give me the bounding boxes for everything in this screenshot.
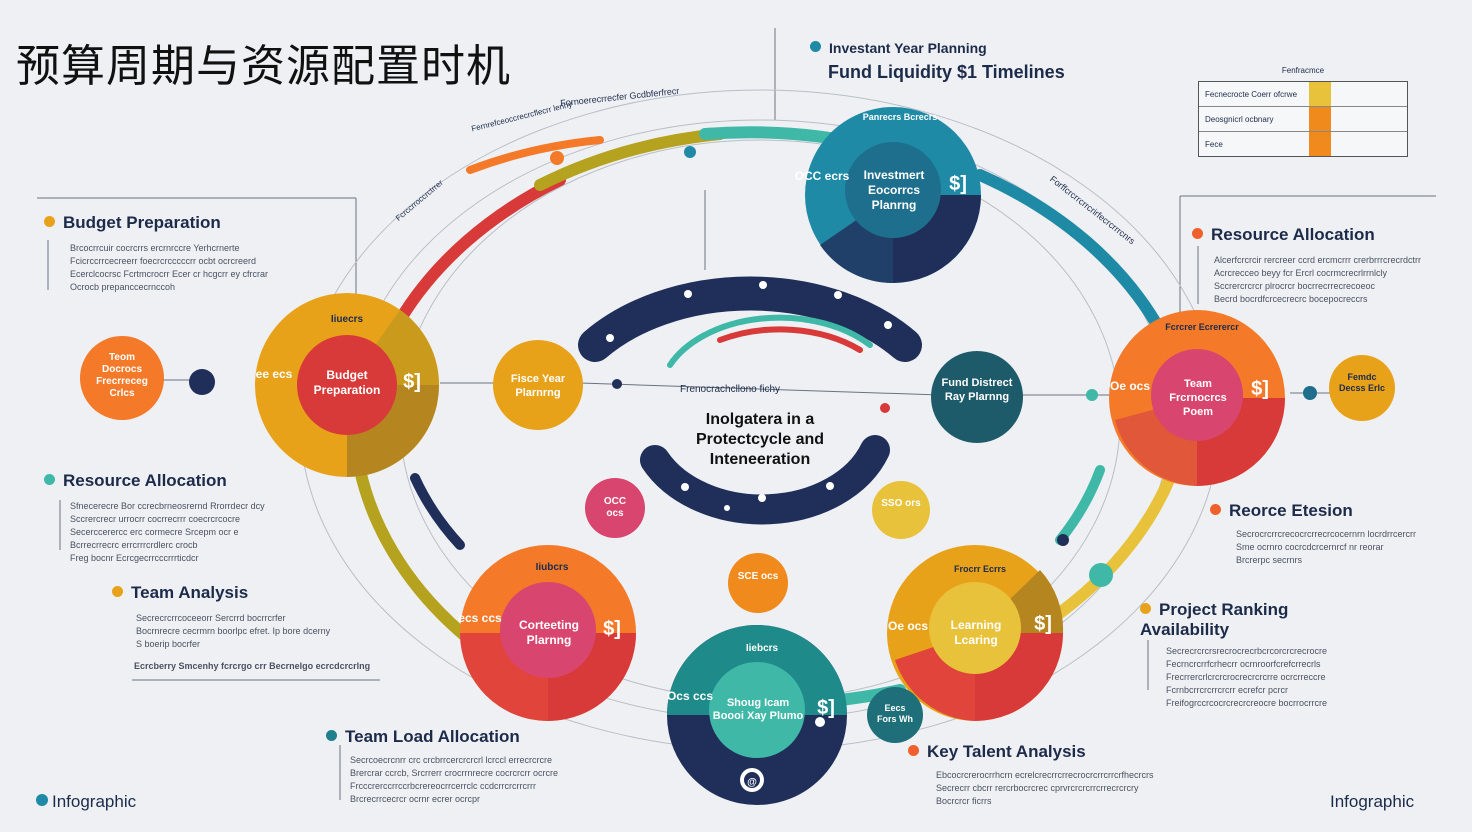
top-center-title: Fund Liquidity $1 Timelines [828, 62, 1065, 82]
node-tag: Ocs ccs [667, 689, 713, 703]
node-label-team: Team Frcrnocrcs Poem [1169, 378, 1227, 418]
node-ring-label: Frocrr Ecrrs [954, 564, 1006, 574]
bracket-icon: $] [603, 618, 621, 640]
mini-label-left-small: OCC ocs [603, 496, 627, 519]
node-tag: ee ecs [256, 367, 293, 381]
bullet-icon [810, 41, 821, 52]
node-ring-label: Iiubcrs [536, 562, 569, 573]
bracket-icon: $] [1251, 378, 1269, 400]
node-ring-label: Iiebcrs [746, 643, 779, 654]
node-label-budget: Budget Preparation [313, 368, 381, 397]
node-team-planning[interactable] [1109, 310, 1285, 486]
bullet-icon [44, 474, 55, 485]
node-ring-label: Panrecrs Bcrecrs [863, 112, 938, 122]
node-shared-team[interactable] [667, 625, 847, 805]
mini-label-fiscal: Fisce Year Plarnrng [510, 373, 566, 399]
node-far-left[interactable] [80, 336, 164, 420]
bracket-icon: $] [949, 173, 967, 195]
node-label-contracting: Corteeting Plarnng [519, 618, 579, 647]
bullet-icon [326, 730, 337, 741]
mini-label-far-left: Teom Docrocs Frecrreceg Crlcs [96, 352, 148, 399]
summary-table: Fenfracmce Fecnecrocte Coerr ofcrwe Deos… [1198, 66, 1408, 157]
bracket-icon: $] [403, 371, 421, 393]
node-label-shared: Shoug Icam Boooi Xay Plumo [712, 697, 804, 722]
svg-text:@: @ [747, 777, 757, 788]
bullet-icon [112, 586, 123, 597]
node-right-small[interactable] [872, 481, 930, 539]
node-fund-district[interactable] [931, 351, 1023, 443]
node-label-learning: Learning Lcaring [950, 618, 1002, 647]
mini-label-fund: Fund Distrect Ray Plarnng [941, 377, 1013, 403]
mini-label-teal-small: Eecs Fors Wh [877, 703, 913, 724]
node-tag: ecs ccs [458, 611, 502, 625]
footer-right: Infographic [1330, 792, 1415, 811]
table-row: Fece [1199, 132, 1407, 156]
mini-label-right-small: SSO ors [881, 498, 921, 509]
node-ring-label: Fcrcrer Ecrerercr [1165, 322, 1239, 332]
section-team-analysis: Team Analysis Secrecrcrrcoceeorr Sercrrd… [112, 583, 382, 674]
node-ring-label: Iiuecrs [331, 314, 364, 325]
section-project-ranking: Project Ranking Availability Secrecrcrcr… [1140, 600, 1328, 708]
node-contracting-planning[interactable] [460, 545, 636, 721]
node-tag: OCC ecrs [795, 169, 850, 183]
top-center-header: Investant Year Planning Fund Liquidity $… [810, 40, 1065, 83]
node-fiscal-year[interactable] [493, 340, 583, 430]
section-team-load-allocation: Team Load Allocation Secrcoecrcnrr crc c… [326, 727, 626, 807]
section-resource-allocation-right: Resource Allocation Alcerfcrcrcir rercre… [1192, 225, 1452, 307]
bullet-icon [1140, 603, 1151, 614]
bracket-icon: $] [1034, 613, 1052, 635]
node-budget-preparation[interactable] [255, 293, 439, 477]
top-center-subtitle: Investant Year Planning [829, 40, 987, 56]
node-far-right[interactable] [1329, 355, 1395, 421]
node-teal-small[interactable] [867, 687, 923, 743]
node-center-small[interactable] [728, 553, 788, 613]
bullet-icon [44, 216, 55, 227]
center-text: Inolgatera in a Protectcycle and Intenee… [695, 411, 825, 468]
table-title: Fenfracmce [1281, 66, 1325, 75]
node-left-small[interactable] [585, 478, 645, 538]
mini-label-far-right: Femdc Decss Erlc [1338, 372, 1386, 393]
page-title: 预算周期与资源配置时机 [16, 42, 511, 91]
node-tag: Oe ocs [888, 619, 928, 633]
center-connector-label: Frenocrachcllono fichy [680, 384, 781, 395]
node-learning[interactable] [887, 545, 1064, 721]
section-key-talent-analysis: Key Talent Analysis Ebcocrcrerocrrhcrn e… [908, 742, 1208, 809]
bullet-icon [908, 745, 919, 756]
node-label-investment: Investmert Eocorrcs Planrng [863, 168, 925, 212]
bullet-icon [1192, 228, 1203, 239]
table-row: Fecnecrocte Coerr ofcrwe [1199, 82, 1407, 107]
bullet-icon [36, 794, 48, 806]
bracket-icon: $] [817, 697, 835, 719]
node-tag: Oe ocs [1110, 379, 1150, 393]
section-resource-allocation-left: Resource Allocation Sfnecerecre Bor ccre… [44, 471, 344, 566]
table-row: Deosgnicrl ocbnary [1199, 107, 1407, 132]
footer-left: Infographic [36, 792, 136, 812]
section-budget-preparation: Budget Preparation Brcocrrcuir cocrcrrs … [44, 213, 344, 295]
bullet-icon [1210, 504, 1221, 515]
section-reorce-etesion: Reorce Etesion Secrocrcrrcrecocrcrrecrco… [1210, 501, 1450, 568]
mini-label-center-small: SCE ocs [737, 571, 779, 582]
node-investment-planning[interactable] [805, 107, 981, 284]
